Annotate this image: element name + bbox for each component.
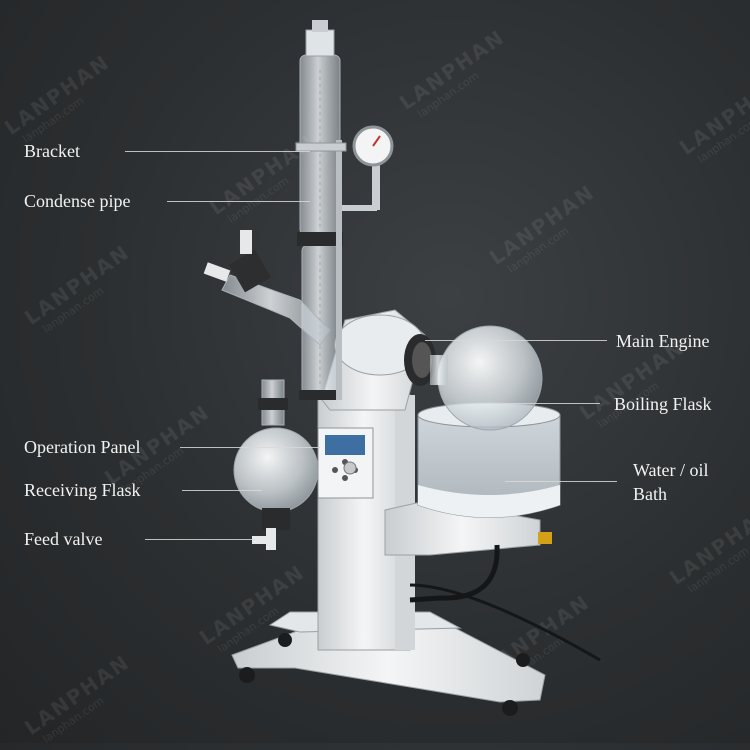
label-water-oil-line1: Water / oil: [633, 460, 709, 480]
label-bracket: Bracket: [24, 141, 80, 161]
label-condense-pipe: Condense pipe: [24, 191, 131, 211]
label-main-engine: Main Engine: [616, 331, 710, 351]
leader-line-boiling-flask: [500, 403, 600, 404]
bracket-rod: [336, 140, 342, 400]
label-water-oil-bath: Water / oil Bath: [633, 458, 709, 507]
receiving-flask: [233, 379, 319, 550]
operation-panel: [317, 427, 374, 499]
leader-line-bracket: [125, 151, 310, 152]
feed-inlet-arm: [203, 230, 331, 346]
label-operation-panel: Operation Panel: [24, 437, 141, 457]
leader-line-condense-pipe: [167, 201, 310, 202]
leader-line-water-oil-bath: [505, 481, 617, 482]
label-receiving-flask: Receiving Flask: [24, 480, 141, 500]
label-boiling-flask: Boiling Flask: [614, 394, 712, 414]
label-feed-valve: Feed valve: [24, 529, 103, 549]
label-water-oil-line2: Bath: [633, 484, 667, 505]
boiling-flask: [437, 325, 543, 431]
leader-line-main-engine: [425, 340, 607, 341]
leader-line-receiving-flask: [182, 490, 262, 491]
leader-line-operation-panel: [180, 447, 320, 448]
leader-line-feed-valve: [145, 539, 255, 540]
vacuum-gauge: [342, 125, 394, 211]
